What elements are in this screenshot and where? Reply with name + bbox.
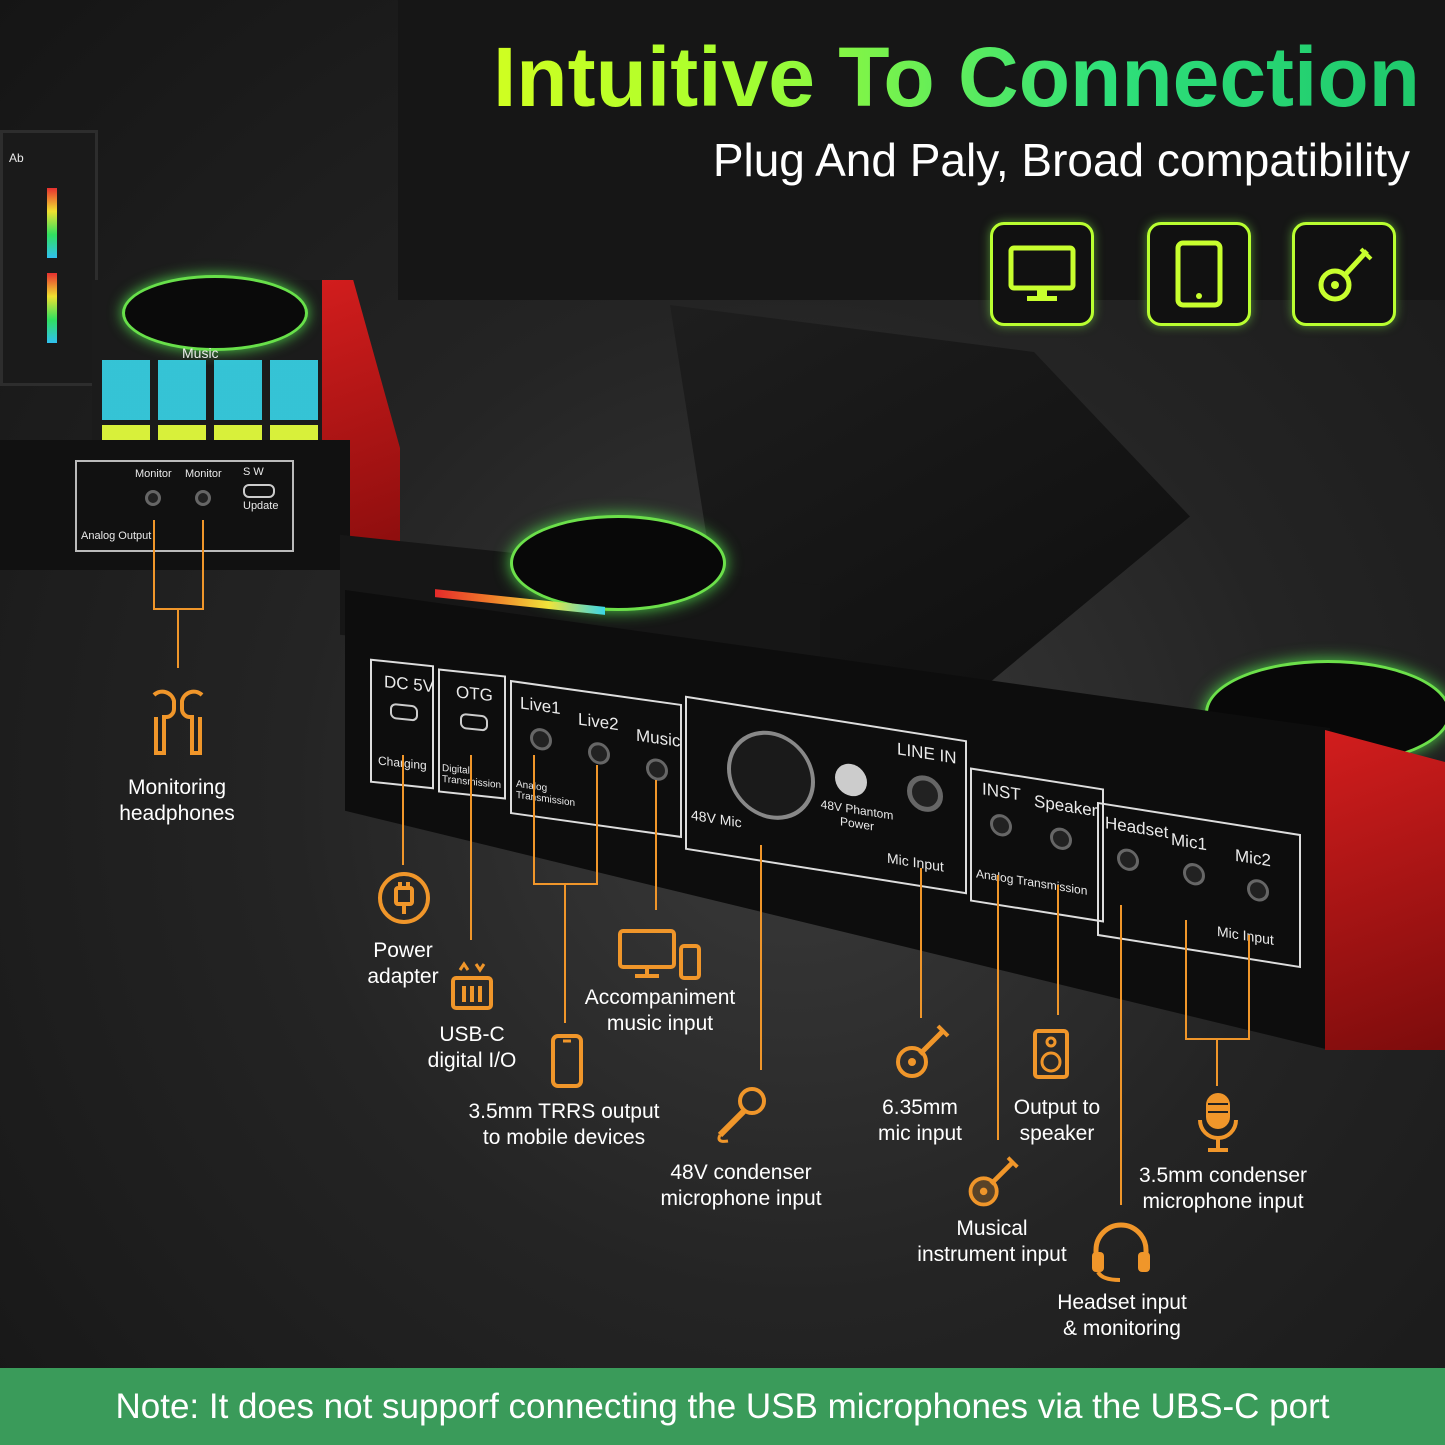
- speaker-icon: [1032, 1028, 1070, 1085]
- digital-label: Digital Transmission: [442, 762, 501, 791]
- xlr-jack[interactable]: [727, 724, 815, 827]
- left-device-rear: Monitor Monitor S W Update Analog Output: [0, 440, 350, 570]
- page-title: Intuitive To Connection: [360, 30, 1420, 125]
- analog-output-label: Analog Output: [81, 530, 152, 542]
- phantom-power-button[interactable]: [835, 761, 867, 799]
- analog2-label: Analog Transmission: [976, 866, 1088, 898]
- analog1-label: Analog Transmission: [516, 778, 576, 810]
- mic2-label: Mic2: [1235, 845, 1271, 871]
- callout-line: [470, 755, 472, 940]
- monitor-icon: [990, 222, 1094, 326]
- screen-label: Ab: [9, 151, 24, 165]
- monitoring-headphones-label: Monitoring headphones: [119, 776, 235, 825]
- studio-mic-icon: [1196, 1090, 1240, 1159]
- main-knob-left[interactable]: [510, 515, 726, 611]
- note-banner: Note: It does not supporf connecting the…: [0, 1368, 1445, 1445]
- mic635-label: 6.35mm mic input: [877, 1096, 963, 1145]
- usb-io-icon: [450, 958, 494, 1017]
- trrs-output-label: 3.5mm TRRS output to mobile devices: [468, 1100, 660, 1149]
- guitar-icon: [963, 1152, 1023, 1217]
- inst-label: INST: [982, 779, 1021, 805]
- background-box: [398, 0, 1445, 300]
- otg-usb-port[interactable]: [460, 712, 488, 732]
- guitar-icon: [890, 1020, 954, 1089]
- speaker-label: Speaker: [1034, 791, 1098, 821]
- tablet-icon: [1147, 222, 1251, 326]
- devices-icon: [617, 928, 703, 987]
- callout-line: [596, 765, 598, 885]
- main-mixer-device: DC 5V Charging OTG Digital Transmission …: [340, 300, 1445, 1060]
- headset-monitoring-label: Headset input & monitoring: [1057, 1291, 1187, 1340]
- callout-line: [1057, 885, 1059, 1015]
- headset-jack[interactable]: [1117, 847, 1139, 873]
- left-mixer-device: Ab Music Monitor Monitor S W Update Anal…: [0, 120, 400, 580]
- live1-jack[interactable]: [530, 726, 552, 752]
- callout-line: [533, 755, 535, 885]
- callout-line: [997, 875, 999, 1140]
- condenser48-label: 48V condenser microphone input: [660, 1161, 822, 1210]
- music-jack[interactable]: [646, 757, 668, 783]
- power-plug-icon: [376, 870, 432, 931]
- mic1-label: Mic1: [1171, 829, 1207, 855]
- output-speaker-label: Output to speaker: [1013, 1096, 1101, 1145]
- callout-line: [1185, 920, 1187, 1040]
- main-device-red-side: [1325, 730, 1445, 1050]
- mic-input2-label: Mic Input: [1217, 922, 1274, 948]
- callout-line: [402, 755, 404, 865]
- earbuds-icon: [146, 685, 210, 762]
- callout-line: [564, 883, 566, 1023]
- otg-port-box: OTG Digital Transmission: [438, 668, 506, 800]
- usbc-io-label: USB-C digital I/O: [427, 1023, 517, 1072]
- knob-label: Music: [182, 345, 219, 361]
- callout-line: [1248, 935, 1250, 1040]
- monitor2-jack[interactable]: [195, 490, 211, 506]
- microphone-icon: [714, 1085, 770, 1150]
- mic2-jack[interactable]: [1247, 877, 1269, 904]
- power-adapter-label: Power adapter: [367, 939, 439, 988]
- mic48-label: 48V Mic: [691, 806, 742, 831]
- callout-line: [655, 780, 657, 910]
- callout-line: [177, 608, 179, 668]
- music-knob[interactable]: [122, 275, 308, 351]
- music-label: Music: [636, 725, 681, 751]
- dc-usb-port[interactable]: [390, 702, 418, 722]
- mic-input1-label: Mic Input: [887, 849, 944, 875]
- monitor1-jack[interactable]: [145, 490, 161, 506]
- headset-icon: [1088, 1220, 1154, 1287]
- callout-line: [202, 520, 204, 610]
- pad-buttons[interactable]: [102, 360, 322, 420]
- callout-line: [760, 845, 762, 1070]
- monitor1-label: Monitor: [135, 468, 172, 480]
- live2-label: Live2: [578, 709, 619, 735]
- guitar-icon: [1292, 222, 1396, 326]
- speaker-jack[interactable]: [1050, 826, 1072, 852]
- musical-instrument-label: Musical instrument input: [917, 1217, 1067, 1266]
- callout-line: [1120, 905, 1122, 1205]
- usb-c-port[interactable]: [243, 484, 275, 498]
- condenser35-label: 3.5mm condenser microphone input: [1138, 1164, 1308, 1213]
- page-subtitle: Plug And Paly, Broad compatibility: [712, 134, 1410, 186]
- otg-label: OTG: [456, 682, 493, 706]
- sw-label: S W: [243, 466, 264, 478]
- phone-icon: [550, 1033, 584, 1094]
- callout-line: [920, 868, 922, 1018]
- line-in-label: LINE IN: [897, 739, 957, 768]
- callout-line: [1216, 1038, 1218, 1086]
- headset-label: Headset: [1105, 813, 1169, 843]
- mic1-jack[interactable]: [1183, 861, 1205, 887]
- dc-label: DC 5V: [384, 672, 435, 697]
- left-device-screen: Ab: [0, 130, 98, 386]
- callout-line: [153, 520, 155, 610]
- inst-jack[interactable]: [990, 812, 1012, 839]
- monitor2-label: Monitor: [185, 468, 222, 480]
- analog-output-box: Monitor Monitor S W Update Analog Output: [75, 460, 294, 552]
- live1-label: Live1: [520, 693, 561, 719]
- phantom-label: 48V Phantom Power: [820, 797, 894, 834]
- inst-port-box: INST Speaker Analog Transmission: [970, 767, 1104, 923]
- accompaniment-label: Accompaniment music input: [584, 986, 736, 1035]
- live2-jack[interactable]: [588, 740, 610, 766]
- line-in-jack[interactable]: [907, 772, 943, 815]
- update-label: Update: [243, 500, 279, 512]
